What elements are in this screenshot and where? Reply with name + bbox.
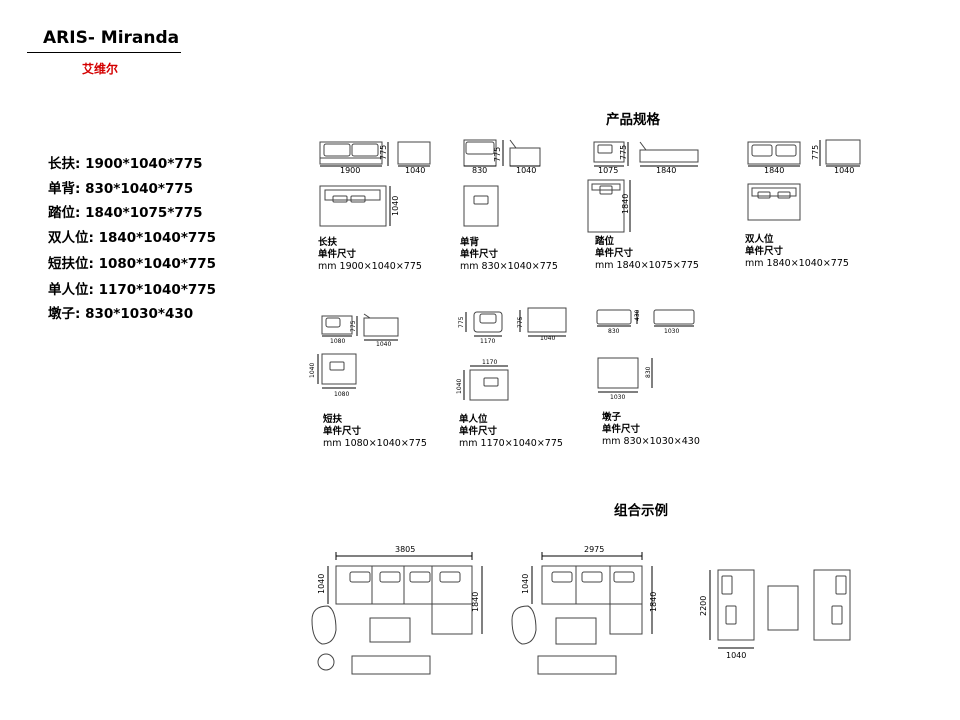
dim-label: 1075 <box>598 166 618 175</box>
spec-item: 墩子: 830*1030*430 <box>48 306 194 322</box>
dim-label: 1040 <box>376 341 391 348</box>
drawing-ottoman <box>596 309 695 393</box>
drawing-chaise <box>587 141 699 233</box>
drawing-single-back <box>463 139 541 227</box>
dim-label: 1030 <box>664 328 679 335</box>
spec-item: 单背: 830*1040*775 <box>48 181 194 197</box>
dim-label: 1840 <box>621 194 630 214</box>
dim-label: 2200 <box>699 596 708 616</box>
dim-label: 1840 <box>656 166 676 175</box>
section-title-combos: 组合示例 <box>614 503 668 519</box>
dim-label: 1040 <box>309 363 316 378</box>
spec-item: 单人位: 1170*1040*775 <box>48 282 217 298</box>
dim-label: 1080 <box>334 391 349 398</box>
dim-label: 1040 <box>540 335 555 342</box>
dim-label: 1840 <box>649 592 658 612</box>
dim-label: 1040 <box>317 574 326 594</box>
dim-label: 1040 <box>516 166 536 175</box>
drawing-two-seater <box>747 139 861 221</box>
dim-label: 3805 <box>395 545 415 554</box>
dim-label: 1080 <box>330 338 345 345</box>
dim-label: 775 <box>458 316 465 328</box>
dim-label: 830 <box>608 328 620 335</box>
dim-label: 1040 <box>834 166 854 175</box>
dim-label: 775 <box>811 145 820 160</box>
brand-title: ARIS- Miranda <box>43 28 180 48</box>
dim-label: 1040 <box>521 574 530 594</box>
dim-label: 1170 <box>480 338 495 345</box>
dim-label: 430 <box>634 309 641 321</box>
combo-layout-2 <box>511 552 653 675</box>
dim-label: 775 <box>379 145 388 160</box>
dim-label: 775 <box>493 147 502 162</box>
brand-underline <box>27 52 181 53</box>
dim-label: 775 <box>350 320 357 332</box>
dim-label: 1840 <box>764 166 784 175</box>
dim-label: 1840 <box>471 592 480 612</box>
dim-label: 1040 <box>391 196 400 216</box>
drawing-long-arm <box>319 141 431 227</box>
dim-label: 830 <box>645 366 652 378</box>
dim-label: 2975 <box>584 545 604 554</box>
spec-item: 短扶位: 1080*1040*775 <box>48 256 217 272</box>
dim-label: 1030 <box>610 394 625 401</box>
drawing-single-seater <box>463 307 567 401</box>
combo-layout-1 <box>311 552 483 675</box>
dim-label: 1040 <box>405 166 425 175</box>
brand-chinese-name: 艾维尔 <box>82 62 119 76</box>
dim-label: 1900 <box>340 166 360 175</box>
drawing-short-arm <box>317 313 399 389</box>
dim-label: 1040 <box>726 651 746 660</box>
spec-item: 长扶: 1900*1040*775 <box>48 156 203 172</box>
dim-label: 775 <box>517 316 524 328</box>
combo-layout-3 <box>709 569 851 649</box>
dim-label: 1170 <box>482 359 497 366</box>
dim-label: 775 <box>619 145 628 160</box>
spec-item: 踏位: 1840*1075*775 <box>48 205 203 221</box>
dim-label: 830 <box>472 166 487 175</box>
dim-label: 1040 <box>456 379 463 394</box>
section-title-specs: 产品规格 <box>606 112 660 128</box>
spec-item: 双人位: 1840*1040*775 <box>48 230 217 246</box>
